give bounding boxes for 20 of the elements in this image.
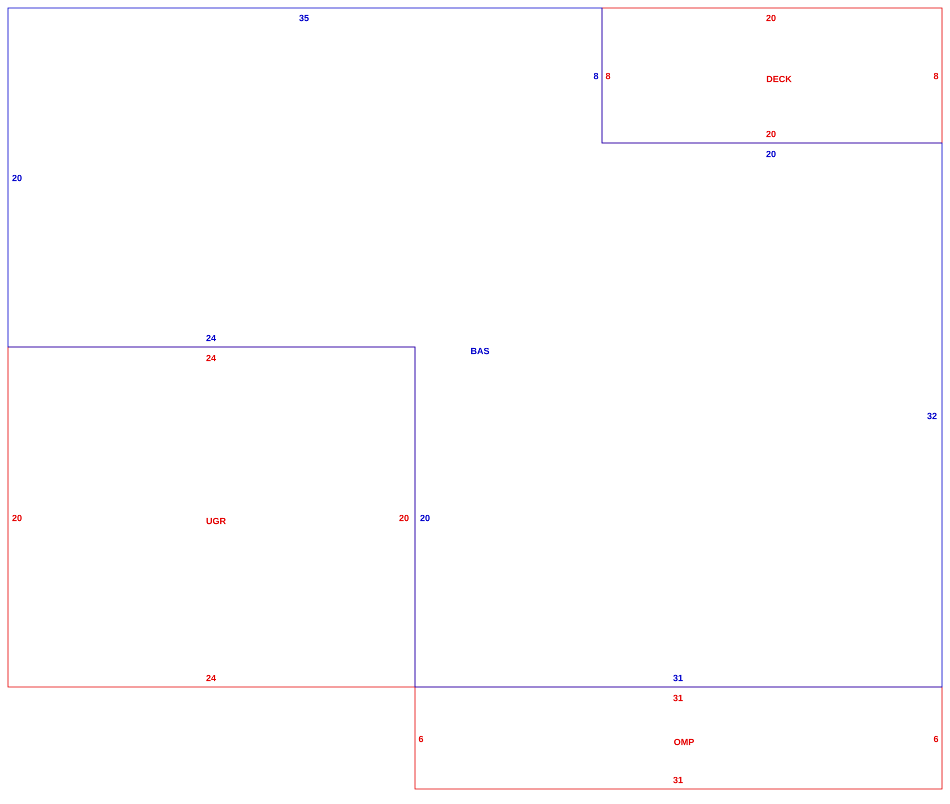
dimension-label: 8: [594, 72, 598, 80]
dimension-label: 20: [766, 14, 776, 22]
dimension-label: 8: [606, 72, 610, 80]
dimension-label: 24: [206, 674, 216, 682]
dimension-label: 24: [206, 334, 216, 342]
dimension-label: 8: [934, 72, 938, 80]
dimension-label: 6: [418, 736, 424, 742]
dimension-label: 32: [927, 412, 937, 420]
dimension-label: 31: [673, 674, 683, 682]
dimension-label: 31: [673, 776, 683, 784]
dimension-label: 20: [399, 514, 409, 522]
dimension-label: 31: [673, 694, 683, 702]
dimension-label: 20: [12, 514, 22, 522]
dimension-label: 24: [206, 354, 216, 362]
dimension-label: 20: [766, 150, 776, 158]
dimension-label: 20: [12, 174, 22, 182]
dimension-label: 35: [299, 14, 309, 22]
dimension-label: 20: [420, 514, 430, 522]
dimension-label: 20: [766, 130, 776, 138]
dimension-label: 6: [934, 736, 938, 742]
